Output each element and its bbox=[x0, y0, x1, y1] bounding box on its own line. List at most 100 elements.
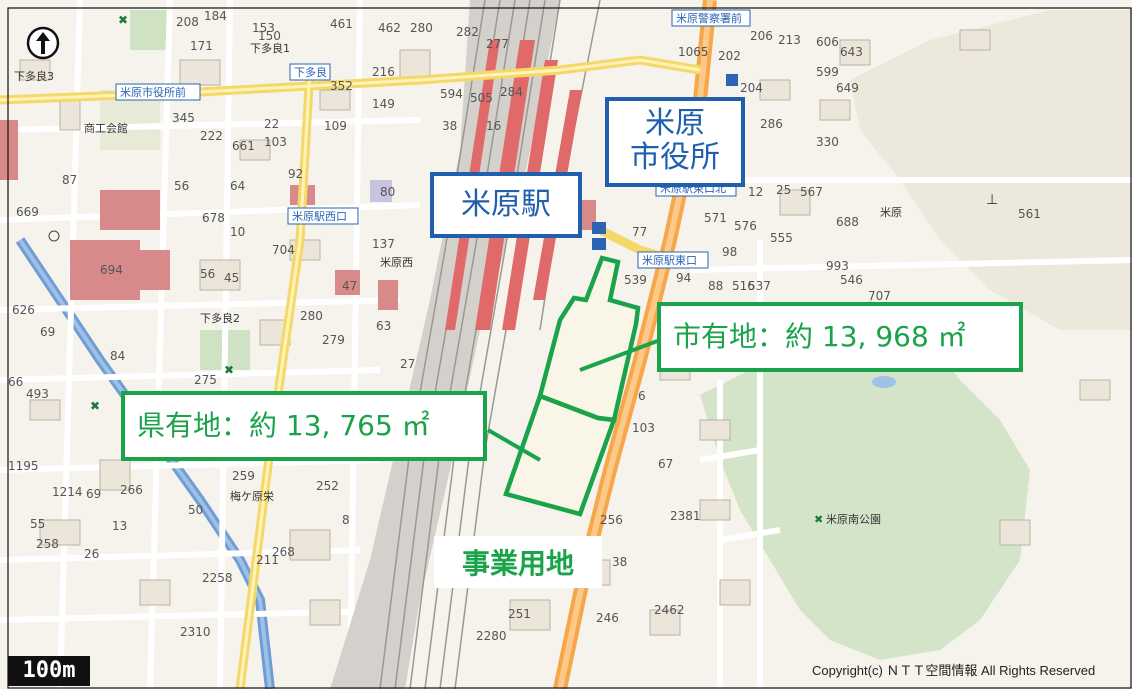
block-number: 12 bbox=[748, 185, 763, 199]
block-number: 1214 bbox=[52, 485, 83, 499]
poi-label: 米原 bbox=[880, 206, 902, 219]
block-number: 103 bbox=[632, 421, 655, 435]
north-arrow-icon bbox=[26, 26, 60, 60]
block-number: 92 bbox=[288, 167, 303, 181]
map-frame bbox=[7, 7, 1132, 689]
block-number: 661 bbox=[232, 139, 255, 153]
block-number: 67 bbox=[658, 457, 673, 471]
pref-land-label: 県有地：約 13, 765 ㎡ bbox=[121, 391, 487, 461]
police-icon bbox=[726, 74, 738, 86]
block-number: 63 bbox=[376, 319, 391, 333]
block-number: 66 bbox=[8, 375, 23, 389]
block-number: 216 bbox=[372, 65, 395, 79]
copyright-text: Copyright(c) ＮＴＴ空間情報 All Rights Reserved bbox=[812, 663, 1096, 678]
block-number: 13 bbox=[112, 519, 127, 533]
block-number: 171 bbox=[190, 39, 213, 53]
block-number: 461 bbox=[330, 17, 353, 31]
block-number: 64 bbox=[230, 179, 245, 193]
road-label: 米原駅西口 bbox=[292, 210, 347, 223]
block-number: 277 bbox=[486, 37, 509, 51]
block-number: 6 bbox=[638, 389, 646, 403]
block-number: 213 bbox=[778, 33, 801, 47]
green-hill-area bbox=[700, 300, 1030, 660]
park-icon: ✖ bbox=[90, 399, 100, 413]
block-number: 69 bbox=[86, 487, 101, 501]
block-number: 561 bbox=[1018, 207, 1041, 221]
block-number: 26 bbox=[84, 547, 99, 561]
block-number: 87 bbox=[62, 173, 77, 187]
block-number: 546 bbox=[840, 273, 863, 287]
parking-icon bbox=[48, 230, 60, 242]
block-number: 2310 bbox=[180, 625, 211, 639]
block-number: 707 bbox=[868, 289, 891, 303]
poi-label: 米原西 bbox=[380, 256, 413, 269]
block-number: 47 bbox=[342, 279, 357, 293]
pond bbox=[872, 376, 896, 388]
block-number: 643 bbox=[840, 45, 863, 59]
block-number: 286 bbox=[760, 117, 783, 131]
block-number: 109 bbox=[324, 119, 347, 133]
shrine-icon: ⊥ bbox=[986, 192, 998, 208]
poi-label: 下多良2 bbox=[200, 311, 240, 325]
block-number: 69 bbox=[40, 325, 55, 339]
block-number: 77 bbox=[632, 225, 647, 239]
block-number: 10 bbox=[230, 225, 245, 239]
public-building bbox=[0, 120, 18, 180]
block-number: 330 bbox=[816, 135, 839, 149]
block-number: 258 bbox=[36, 537, 59, 551]
block-number: 204 bbox=[740, 81, 763, 95]
block-number: 352 bbox=[330, 79, 353, 93]
park-icon: ✖ bbox=[814, 513, 823, 526]
block-number: 266 bbox=[120, 483, 143, 497]
block-number: 275 bbox=[194, 373, 217, 387]
road-label: 下多良 bbox=[294, 65, 327, 79]
block-number: 208 bbox=[176, 15, 199, 29]
block-number: 206 bbox=[750, 29, 773, 43]
block-number: 268 bbox=[272, 545, 295, 559]
block-number: 251 bbox=[508, 607, 531, 621]
station-exit-icon bbox=[592, 222, 606, 234]
poi-label: 下多良3 bbox=[14, 69, 54, 83]
block-number: 567 bbox=[800, 185, 823, 199]
block-number: 493 bbox=[26, 387, 49, 401]
park-icon: ✖ bbox=[224, 363, 234, 377]
block-number: 606 bbox=[816, 35, 839, 49]
city-land-label: 市有地：約 13, 968 ㎡ bbox=[657, 302, 1023, 372]
block-number: 571 bbox=[704, 211, 727, 225]
block-number: 2381 bbox=[670, 509, 701, 523]
road-label: 米原市役所前 bbox=[120, 85, 186, 99]
block-number: 56 bbox=[200, 267, 215, 281]
block-number: 88 bbox=[708, 279, 723, 293]
block-number: 259 bbox=[232, 469, 255, 483]
block-number: 279 bbox=[322, 333, 345, 347]
pref-land-leader bbox=[487, 428, 541, 462]
block-number: 345 bbox=[172, 111, 195, 125]
block-number: 280 bbox=[410, 21, 433, 35]
station-exit-icon bbox=[592, 238, 606, 250]
block-number: 688 bbox=[836, 215, 859, 229]
block-number: 150 bbox=[258, 29, 281, 43]
block-number: 505 bbox=[470, 91, 493, 105]
block-number: 678 bbox=[202, 211, 225, 225]
block-number: 202 bbox=[718, 49, 741, 63]
block-number: 22 bbox=[264, 117, 279, 131]
block-number: 45 bbox=[224, 271, 239, 285]
block-number: 222 bbox=[200, 129, 223, 143]
block-number: 16 bbox=[486, 119, 501, 133]
block-number: 211 bbox=[256, 553, 279, 567]
block-number: 84 bbox=[110, 349, 125, 363]
block-number: 555 bbox=[770, 231, 793, 245]
block-number: 537 bbox=[748, 279, 771, 293]
city-land-leader bbox=[579, 338, 661, 372]
block-number: 2280 bbox=[476, 629, 507, 643]
pref-land-outline bbox=[503, 393, 618, 517]
block-number: 94 bbox=[676, 271, 691, 285]
block-number: 246 bbox=[596, 611, 619, 625]
block-number: 284 bbox=[500, 85, 523, 99]
poi-label: 商工会館 bbox=[84, 121, 128, 135]
block-number: 153 bbox=[252, 21, 275, 35]
poi-label: 米原南公園 bbox=[826, 513, 881, 526]
block-number: 8 bbox=[342, 513, 350, 527]
